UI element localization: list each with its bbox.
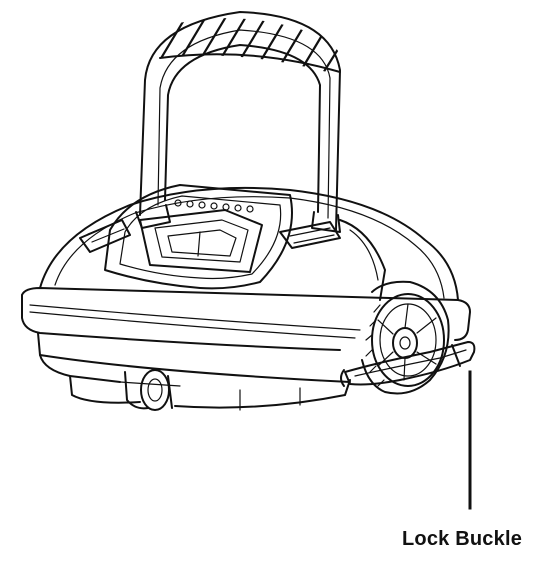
front-nozzle [124,369,173,411]
lock-buckle-label: Lock Buckle [402,528,523,550]
lock-buckle [340,341,476,387]
side-wheel [361,280,450,395]
handle-grip-hatching [159,18,351,78]
handle [135,11,351,233]
robot-body [21,184,471,411]
indicator-lights [174,199,254,213]
control-window [139,209,263,273]
